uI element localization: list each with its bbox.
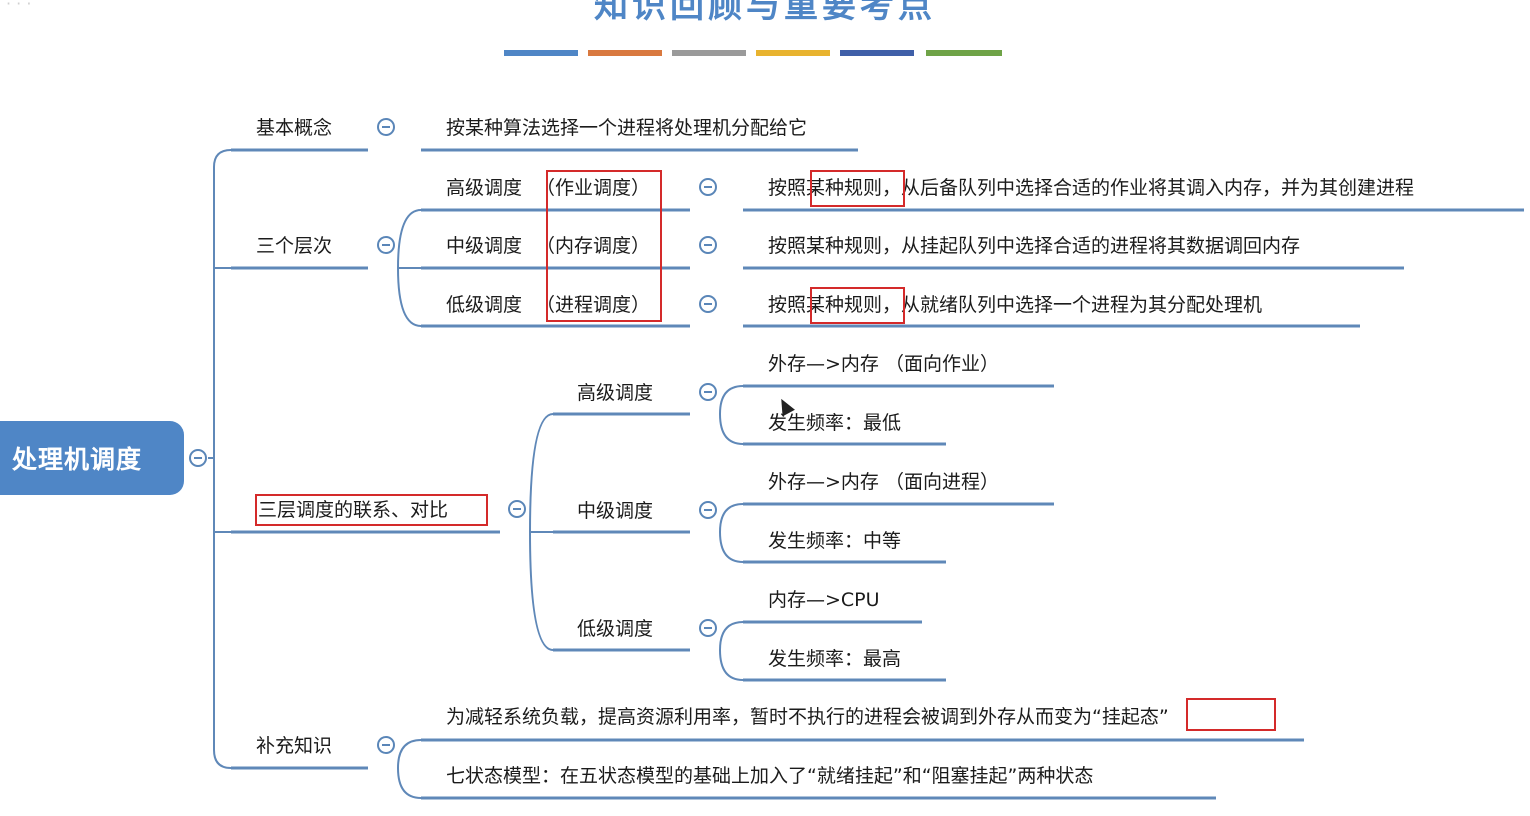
desc-rest: ，从挂起队列中选择合适的进程将其数据调回内存: [882, 235, 1301, 257]
level-low-alias: （进程调度）: [536, 294, 651, 316]
color-bar-3: [672, 50, 746, 56]
compare-low-frequency: 发生频率：最高: [768, 648, 902, 670]
collapse-minus-icon[interactable]: [699, 295, 717, 313]
compare-high-frequency: 发生频率：最低: [768, 412, 902, 434]
collapse-minus-icon[interactable]: [699, 236, 717, 254]
desc-rest: ，从就绪队列中选择一个进程为其分配处理机: [882, 294, 1263, 316]
collapse-minus-icon[interactable]: [699, 383, 717, 401]
collapse-minus-icon[interactable]: [377, 736, 395, 754]
branch-levels-label: 三个层次: [256, 235, 333, 257]
highlight-box: [810, 287, 905, 324]
highlight-box: [255, 494, 488, 526]
level-high-alias: （作业调度）: [536, 177, 651, 199]
highlight-box: [810, 170, 905, 207]
level-mid-desc: 按照某种规则，从挂起队列中选择合适的进程将其数据调回内存: [768, 234, 1300, 258]
root-label: 处理机调度: [12, 445, 143, 474]
compare-mid-frequency: 发生频率：中等: [768, 530, 902, 552]
branch-compare-label: 三层调度的联系、对比: [258, 499, 449, 521]
watermark-logo: · · ·: [6, 0, 32, 13]
desc-rule: 某种规则: [806, 294, 883, 316]
color-bar-2: [588, 50, 662, 56]
desc-prefix: 按照: [768, 294, 807, 316]
extra-line-1-highlight: “挂起态”: [1092, 706, 1169, 728]
collapse-minus-icon[interactable]: [377, 236, 395, 254]
level-high-name: 高级调度: [446, 177, 523, 199]
page-title: 知识回顾与重要考点: [594, 0, 936, 26]
branch-basic-label: 基本概念: [256, 117, 333, 139]
level-high-desc: 按照某种规则，从后备队列中选择合适的作业将其调入内存，并为其创建进程: [768, 176, 1414, 200]
color-bar-6: [926, 50, 1002, 56]
desc-rule: 某种规则: [806, 235, 883, 257]
collapse-minus-icon[interactable]: [377, 118, 395, 136]
branch-extra-label: 补充知识: [256, 735, 333, 757]
level-low-desc: 按照某种规则，从就绪队列中选择一个进程为其分配处理机: [768, 293, 1262, 317]
extra-line-1-main: 为减轻系统负载，提高资源利用率，暂时不执行的进程会被调到外存从而变为: [446, 706, 1093, 728]
extra-line-2: 七状态模型：在五状态模型的基础上加入了“就绪挂起”和“阻塞挂起”两种状态: [446, 765, 1094, 787]
color-bar-5: [840, 50, 914, 56]
level-mid-alias: （内存调度）: [536, 235, 651, 257]
compare-mid-direction: 外存—>内存 （面向进程）: [768, 471, 999, 493]
color-bar-1: [504, 50, 578, 56]
highlight-box: [546, 170, 662, 322]
compare-high-direction: 外存—>内存 （面向作业）: [768, 353, 999, 375]
collapse-minus-icon[interactable]: [508, 500, 526, 518]
basic-definition: 按某种算法选择一个进程将处理机分配给它: [446, 117, 808, 139]
collapse-minus-icon[interactable]: [699, 178, 717, 196]
color-bar-4: [756, 50, 830, 56]
compare-high-name: 高级调度: [577, 382, 654, 404]
desc-prefix: 按照: [768, 235, 807, 257]
compare-mid-name: 中级调度: [577, 500, 654, 522]
extra-line-1: 为减轻系统负载，提高资源利用率，暂时不执行的进程会被调到外存从而变为“挂起态”: [446, 705, 1169, 729]
desc-rest: ，从后备队列中选择合适的作业将其调入内存，并为其创建进程: [882, 177, 1415, 199]
desc-prefix: 按照: [768, 177, 807, 199]
collapse-minus-icon[interactable]: [189, 449, 207, 467]
root-node[interactable]: 处理机调度: [0, 421, 184, 495]
level-mid-name: 中级调度: [446, 235, 523, 257]
desc-rule: 某种规则: [806, 177, 883, 199]
collapse-minus-icon[interactable]: [699, 501, 717, 519]
collapse-minus-icon[interactable]: [699, 619, 717, 637]
highlight-box: [1186, 698, 1276, 731]
level-low-name: 低级调度: [446, 294, 523, 316]
compare-low-direction: 内存—>CPU: [768, 589, 880, 611]
compare-low-name: 低级调度: [577, 618, 654, 640]
